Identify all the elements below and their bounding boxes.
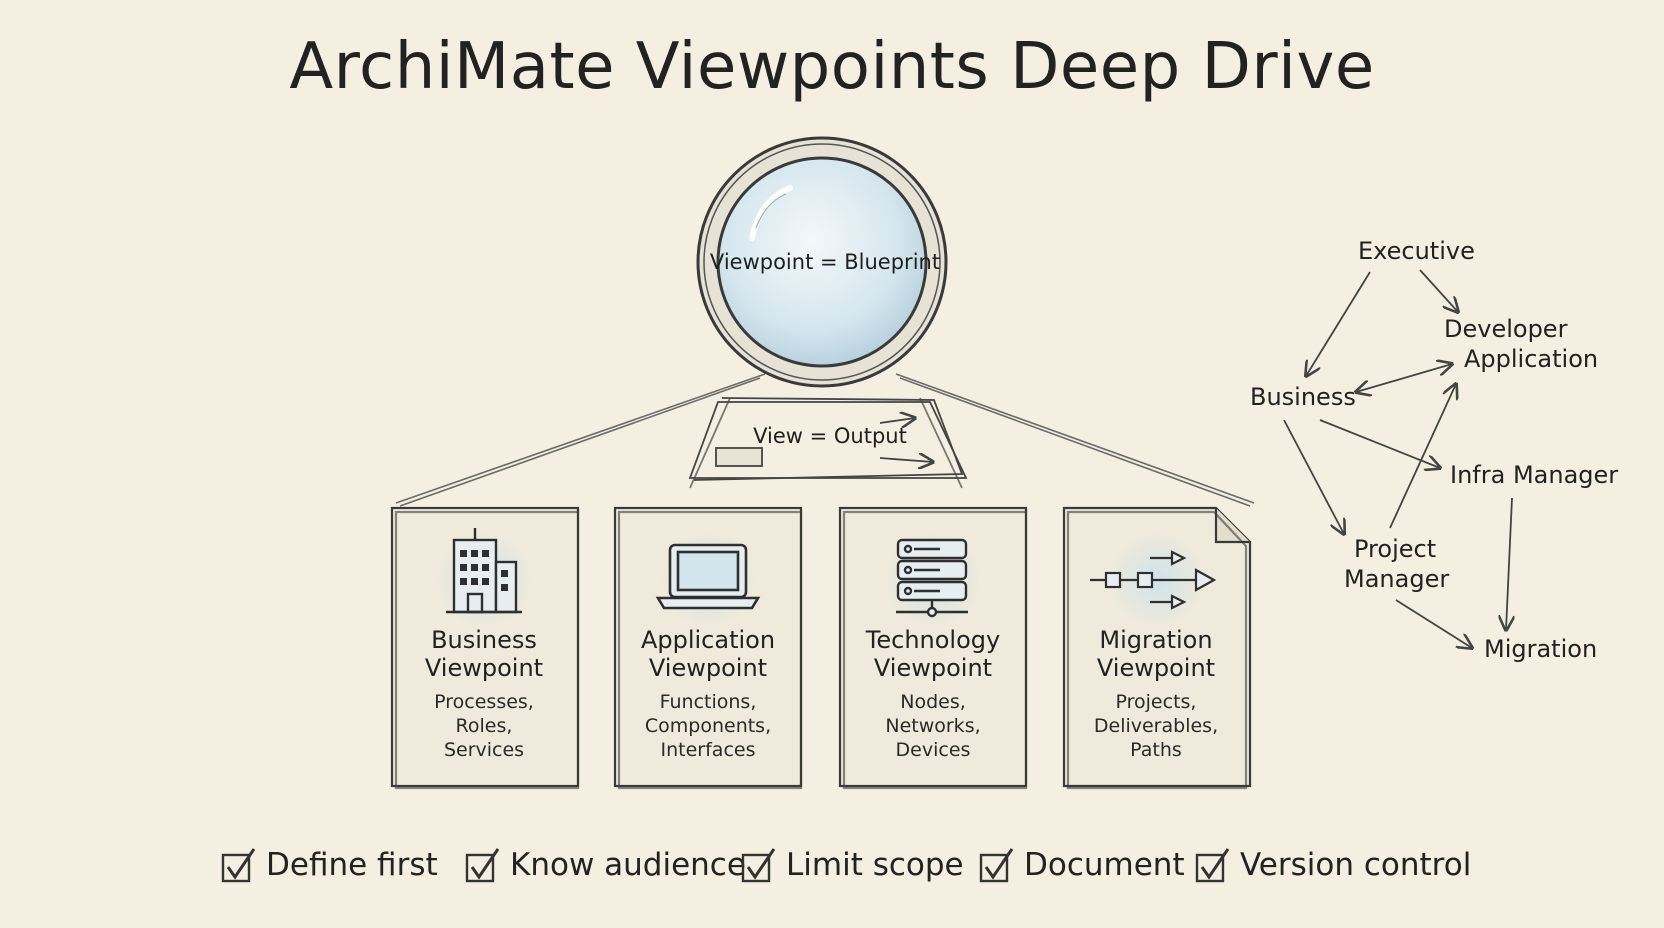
- viewpoint-blueprint-label: Viewpoint = Blueprint: [709, 250, 941, 274]
- card-body-line: Functions,: [659, 691, 757, 713]
- card-body-line: Nodes,: [900, 691, 966, 713]
- laptop-icon: [655, 543, 761, 610]
- card-title-line: Migration: [1099, 626, 1213, 654]
- technology-viewpoint-card-body: Nodes, Networks, Devices: [843, 690, 1023, 762]
- stakeholder-business: Business: [1250, 383, 1356, 411]
- checklist-item-limit-scope: Limit scope: [740, 843, 964, 887]
- card-body-line: Components,: [644, 715, 772, 737]
- card-body-line: Services: [443, 739, 525, 761]
- card-body-line: Roles,: [455, 715, 513, 737]
- card-body-line: Interfaces: [660, 739, 756, 761]
- checkbox-checked-icon: [221, 848, 256, 883]
- card-body-line: Processes,: [434, 691, 534, 713]
- application-viewpoint-card-title: Application Viewpoint: [618, 626, 798, 682]
- checklist-label: Define first: [266, 847, 438, 883]
- stakeholder-project-line: Project: [1354, 535, 1437, 563]
- card-title-line: Technology: [865, 626, 1001, 654]
- card-title-line: Viewpoint: [1096, 654, 1216, 682]
- view-output-sheet: [688, 397, 968, 489]
- stakeholder-migration: Migration: [1484, 635, 1598, 663]
- checklist-label: Know audience: [510, 847, 746, 883]
- migration-arrows-icon: [1090, 550, 1217, 610]
- checklist-label: Document: [1024, 847, 1185, 883]
- card-body-line: Networks,: [885, 715, 981, 737]
- blueprint-lens: [696, 136, 948, 388]
- checklist-item-document: Document: [978, 843, 1185, 887]
- card-body-line: Devices: [895, 739, 971, 761]
- page-title: ArchiMate Viewpoints Deep Drive: [289, 30, 1375, 104]
- viewpoint-cards: [390, 506, 1252, 790]
- checkbox-checked-icon: [465, 848, 500, 883]
- card-title-line: Viewpoint: [873, 654, 993, 682]
- card-body-line: Paths: [1130, 739, 1182, 761]
- checklist-item-know-audience: Know audience: [464, 843, 746, 887]
- checklist-item-version-control: Version control: [1194, 843, 1471, 887]
- business-viewpoint-card-body: Processes, Roles, Services: [394, 690, 574, 762]
- stakeholder-manager-line: Manager: [1344, 565, 1450, 593]
- checkbox-checked-icon: [741, 848, 776, 883]
- server-icon: [896, 538, 968, 618]
- card-title-line: Viewpoint: [648, 654, 768, 682]
- checklist-label: Version control: [1240, 847, 1472, 883]
- migration-viewpoint-card-title: Migration Viewpoint: [1066, 626, 1246, 682]
- application-viewpoint-card-body: Functions, Components, Interfaces: [618, 690, 798, 762]
- checkbox-checked-icon: [979, 848, 1014, 883]
- stakeholder-infra-manager: Infra Manager: [1450, 461, 1619, 489]
- projection-lines: [395, 373, 1255, 507]
- checklist-item-define-first: Define first: [220, 843, 438, 887]
- building-icon: [446, 528, 522, 614]
- stakeholder-arrows: [1283, 269, 1512, 648]
- migration-viewpoint-card-body: Projects, Deliverables, Paths: [1066, 690, 1246, 762]
- checklist-label: Limit scope: [786, 847, 964, 883]
- stakeholder-executive: Executive: [1358, 237, 1475, 265]
- stakeholder-developer-line: Developer: [1444, 315, 1568, 343]
- card-body-line: Projects,: [1115, 691, 1197, 713]
- view-output-label: View = Output: [753, 424, 907, 448]
- card-title-line: Viewpoint: [424, 654, 544, 682]
- checkbox-checked-icon: [1195, 848, 1230, 883]
- card-title-line: Application: [640, 626, 776, 654]
- business-viewpoint-card-title: Business Viewpoint: [394, 626, 574, 682]
- card-body-line: Deliverables,: [1093, 715, 1219, 737]
- technology-viewpoint-card-title: Technology Viewpoint: [843, 626, 1023, 682]
- card-title-line: Business: [431, 626, 537, 654]
- stakeholder-application-line: Application: [1464, 345, 1599, 373]
